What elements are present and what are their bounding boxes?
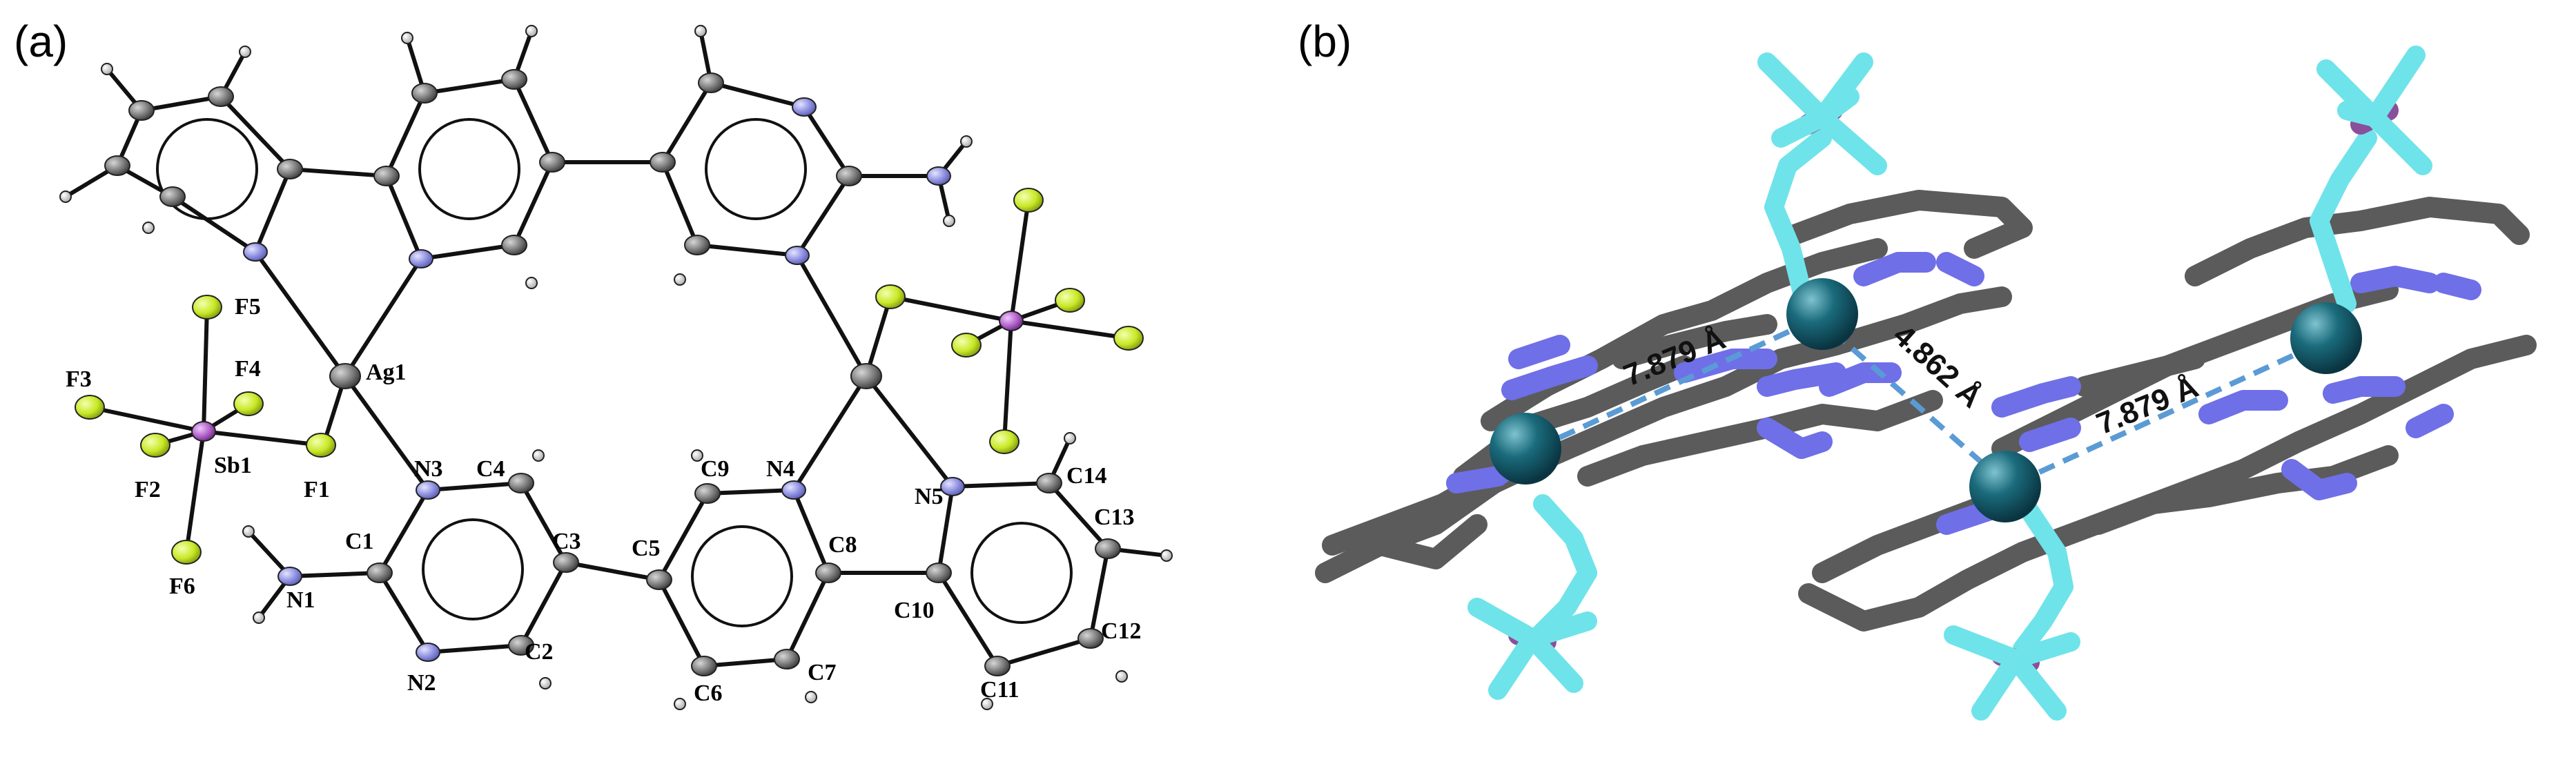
panel-a: (a) bbox=[14, 17, 1173, 710]
label-N4: N4 bbox=[766, 456, 795, 482]
label-F6: F6 bbox=[169, 574, 195, 599]
label-F2: F2 bbox=[135, 477, 161, 502]
label-C9: C9 bbox=[701, 456, 730, 482]
left-dimer bbox=[1315, 52, 2033, 700]
label-C11: C11 bbox=[980, 677, 1019, 703]
label-F4: F4 bbox=[235, 356, 261, 382]
label-C6: C6 bbox=[694, 681, 723, 706]
label-C14: C14 bbox=[1066, 463, 1107, 489]
label-C3: C3 bbox=[552, 529, 581, 554]
label-N3: N3 bbox=[414, 456, 443, 482]
label-C8: C8 bbox=[828, 532, 857, 558]
label-C2: C2 bbox=[525, 639, 554, 665]
panel-a-aromatic-rings bbox=[156, 118, 1073, 627]
label-N2: N2 bbox=[407, 670, 436, 696]
label-C5: C5 bbox=[632, 536, 661, 561]
label-C10: C10 bbox=[894, 598, 935, 623]
label-Sb1: Sb1 bbox=[214, 453, 252, 478]
label-F1: F1 bbox=[304, 477, 330, 502]
label-C7: C7 bbox=[808, 660, 837, 685]
panel-a-atoms bbox=[59, 25, 1173, 710]
panel-a-bonds bbox=[64, 29, 1169, 669]
panel-b-letter: (b) bbox=[1298, 17, 1352, 66]
contact-line-inter bbox=[1831, 329, 2007, 486]
panel-b: (b) bbox=[1298, 17, 2537, 721]
label-N1: N1 bbox=[286, 587, 315, 613]
silver-atom bbox=[1490, 413, 1561, 485]
silver-atom bbox=[1786, 278, 1858, 350]
silver-atom bbox=[1969, 451, 2041, 522]
silver-atoms bbox=[1490, 278, 2362, 522]
panel-a-letter: (a) bbox=[14, 17, 68, 66]
contact-lines bbox=[1534, 318, 2317, 486]
label-Ag1: Ag1 bbox=[366, 360, 407, 385]
label-C1: C1 bbox=[345, 529, 374, 554]
label-C13: C13 bbox=[1094, 505, 1135, 530]
label-C4: C4 bbox=[476, 456, 505, 482]
label-F5: F5 bbox=[235, 294, 261, 320]
panel-a-atom-labels: F5 F4 F3 F2 F1 F6 Sb1 Ag1 N1 N2 N3 N4 N5… bbox=[66, 294, 1142, 706]
contact-line-right bbox=[2014, 342, 2317, 486]
silver-atom bbox=[2290, 302, 2362, 374]
label-C12: C12 bbox=[1101, 618, 1142, 644]
label-F3: F3 bbox=[66, 366, 92, 392]
label-N5: N5 bbox=[915, 484, 944, 509]
